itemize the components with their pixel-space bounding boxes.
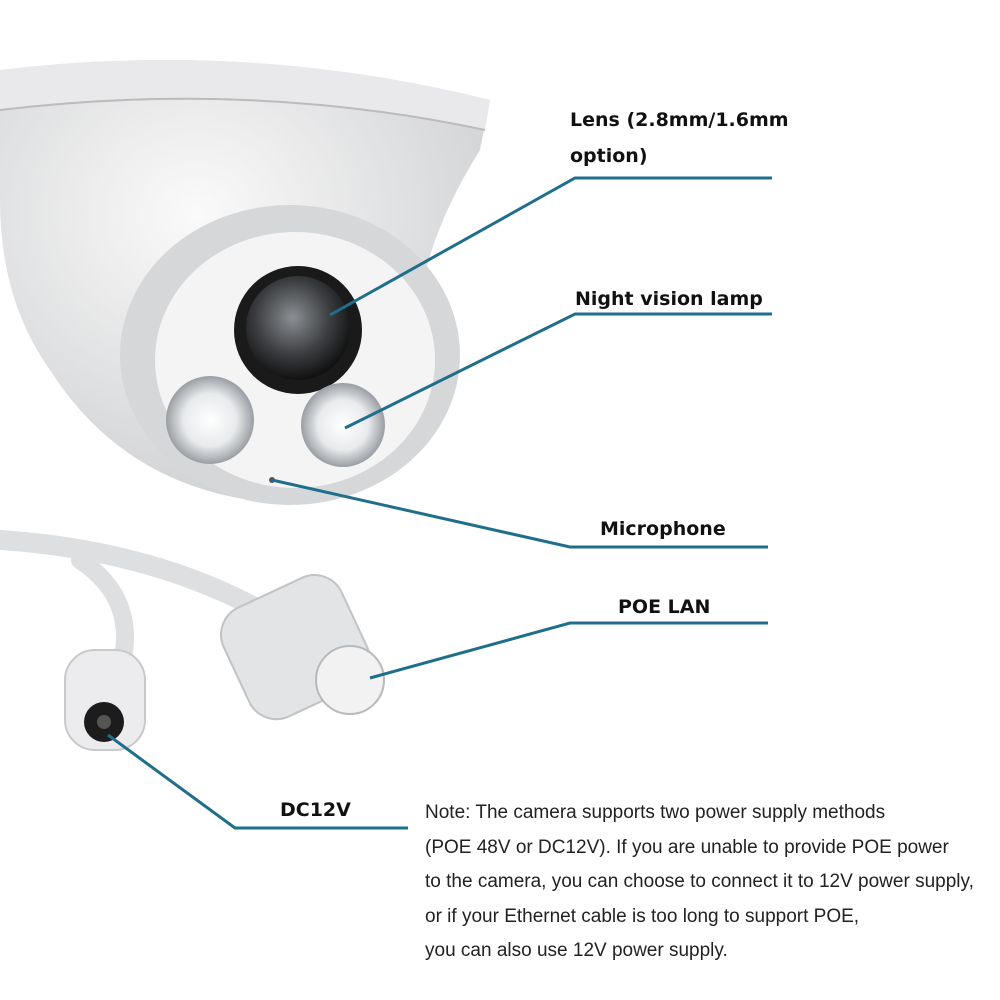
label-dc12v: DC12V (280, 799, 351, 821)
cable-assembly (0, 530, 385, 751)
label-lens-line1: Lens (2.8mm/1.6mm (570, 109, 789, 131)
label-lens: Lens (2.8mm/1.6mm option) (570, 102, 789, 174)
leader-line-poe-lan (369, 621, 768, 680)
leader-line-lens (329, 176, 772, 317)
leader-line-dc12v (107, 733, 408, 830)
label-night-vision: Night vision lamp (575, 288, 763, 310)
label-microphone: Microphone (600, 518, 726, 540)
note-line: to the camera, you can choose to connect… (425, 871, 974, 892)
camera-dome (0, 60, 490, 505)
label-poe-lan: POE LAN (618, 596, 711, 618)
label-lens-line2: option) (570, 145, 648, 167)
leader-line-night-vision (344, 312, 772, 430)
power-supply-note: Note: The camera supports two power supp… (425, 796, 974, 969)
note-line: you can also use 12V power supply. (425, 940, 728, 961)
leader-line-microphone (271, 478, 768, 549)
note-line: or if your Ethernet cable is too long to… (425, 905, 860, 927)
note-line: Note: The camera supports two power supp… (425, 802, 886, 823)
note-line: (POE 48V or DC12V). If you are unable to… (425, 836, 949, 858)
